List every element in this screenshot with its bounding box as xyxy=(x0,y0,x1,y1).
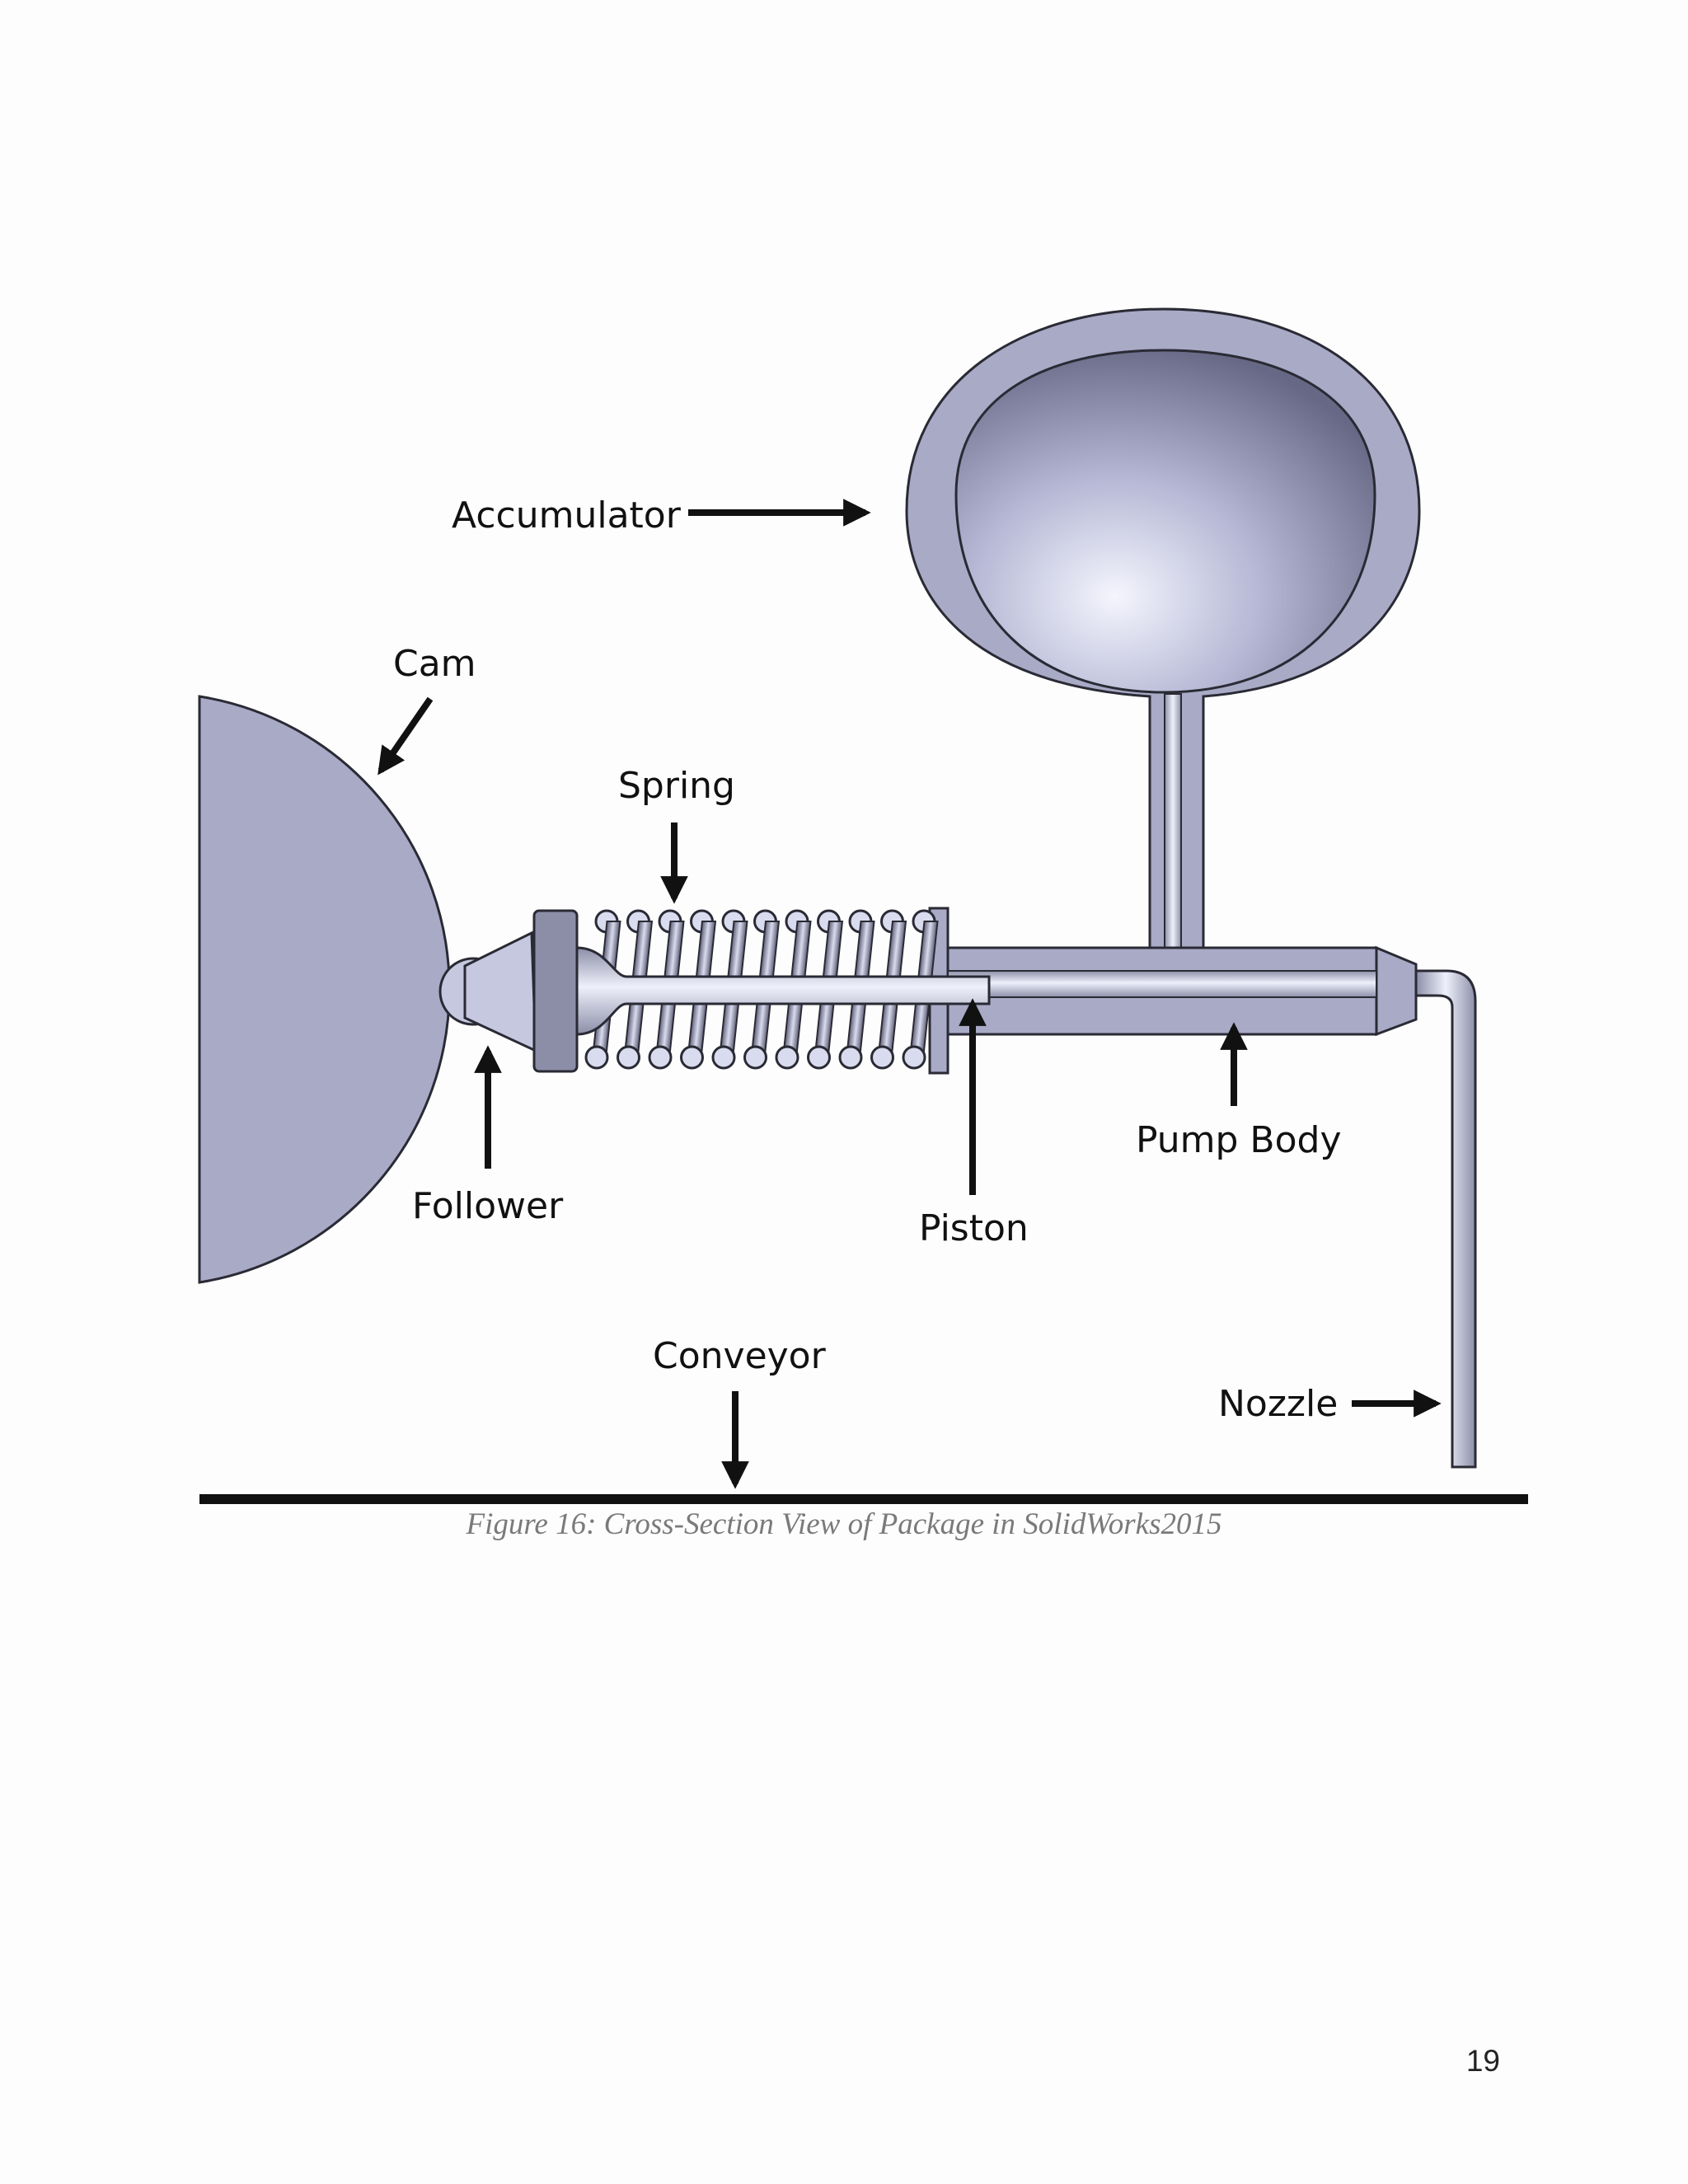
cam-label: Cam xyxy=(393,643,476,685)
cam-arrow xyxy=(377,696,434,776)
spring-coil-bottom xyxy=(870,1045,894,1070)
nozzle-label: Nozzle xyxy=(1218,1383,1338,1425)
spring-label: Spring xyxy=(618,765,735,807)
spring-coil-bottom xyxy=(838,1045,863,1070)
spring-coil-bottom xyxy=(680,1045,704,1070)
accumulator-label: Accumulator xyxy=(452,494,682,537)
figure-caption: Figure 16: Cross-Section View of Package… xyxy=(466,1507,1222,1541)
accumulator-shape xyxy=(905,307,1421,1036)
follower-label: Follower xyxy=(412,1185,564,1227)
spring-coil-bottom xyxy=(584,1045,609,1070)
piston-label: Piston xyxy=(919,1207,1029,1249)
spring-coil-bottom xyxy=(743,1045,767,1070)
page-number: 19 xyxy=(1465,2044,1500,2078)
spring-coil-bottom xyxy=(711,1045,736,1070)
follower-shape xyxy=(438,909,991,1073)
conveyor-line xyxy=(199,1494,1528,1504)
conveyor-label: Conveyor xyxy=(653,1335,827,1377)
pump-body-shape xyxy=(928,907,1418,1075)
spring-coil-bottom xyxy=(902,1045,926,1070)
spring-coil-bottom xyxy=(807,1045,831,1070)
nozzle-shape xyxy=(1414,969,1477,1469)
pump-body-label: Pump Body xyxy=(1136,1119,1342,1161)
spring-coil-bottom xyxy=(775,1045,799,1070)
spring-coil-bottom xyxy=(648,1045,673,1070)
spring-coil-bottom xyxy=(617,1045,640,1070)
